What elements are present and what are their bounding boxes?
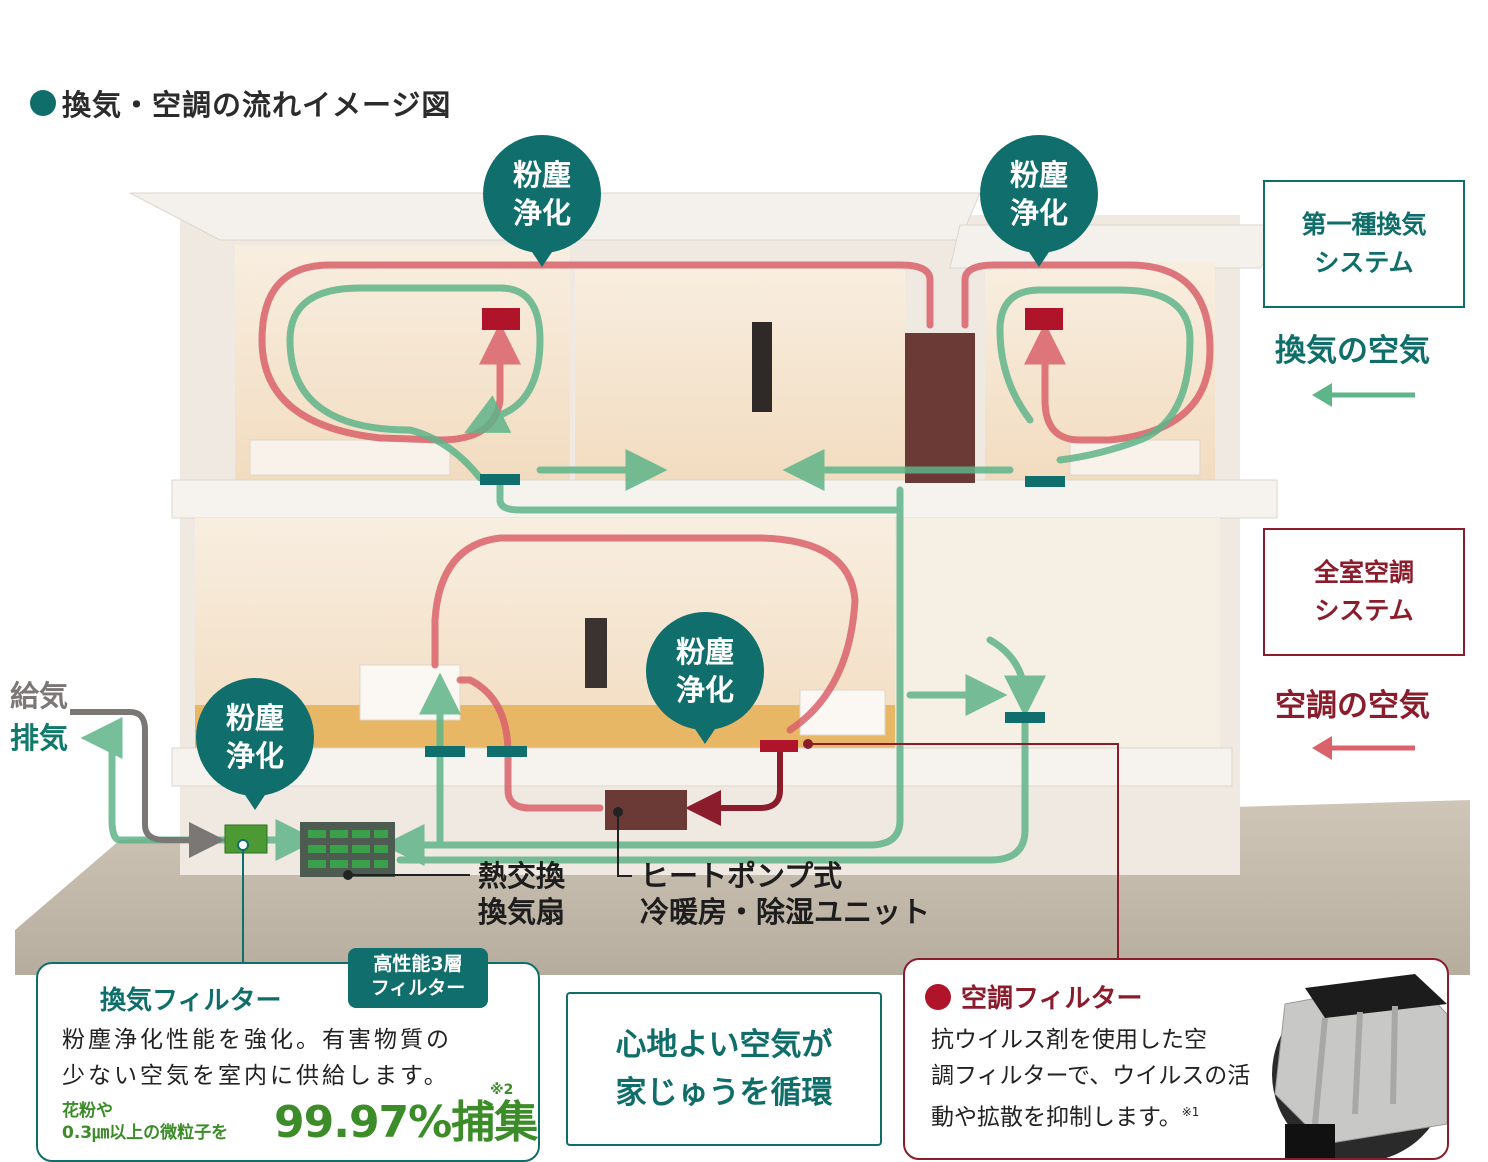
aircon-filter-ref: ※1 bbox=[1182, 1105, 1200, 1119]
vent-filter-description: 粉塵浄化性能を強化。有害物質の 少ない空気を室内に供給します。 bbox=[62, 1022, 452, 1094]
vent-red-upper-left bbox=[482, 308, 520, 330]
aircon-arrow-icon bbox=[1310, 733, 1420, 763]
vent-filter-card: 換気フィルター 高性能3層 フィルター 粉塵浄化性能を強化。有害物質の 少ない空… bbox=[36, 962, 540, 1162]
vent-filter-title: 換気フィルター bbox=[100, 980, 281, 1017]
aircon-filter-card: 空調フィルター 抗ウイルス剤を使用した空 調フィルターで、ウイルスの活 動や拡散… bbox=[903, 958, 1449, 1160]
lower-room-right bbox=[900, 518, 1220, 748]
aircon-filter-heading: 空調フィルター bbox=[925, 978, 1142, 1015]
vent-teal-2 bbox=[1025, 476, 1065, 487]
vent-teal-5 bbox=[1005, 712, 1045, 723]
heat-exchanger-label: 熱交換 換気扇 bbox=[478, 858, 565, 930]
upper-room-center bbox=[575, 262, 905, 482]
three-layer-filter-badge: 高性能3層 フィルター bbox=[348, 948, 488, 1008]
aircon-filter-photo bbox=[1265, 974, 1447, 1158]
vent-filter-note: 花粉や 0.3㎛以上の微粒子を bbox=[62, 1100, 228, 1144]
legend-aircon-system: 全室空調 システム bbox=[1263, 528, 1465, 656]
window-slit bbox=[752, 322, 772, 412]
vent-filter-ref: ※2 bbox=[490, 1082, 513, 1098]
vent-red-upper-right bbox=[1025, 308, 1063, 330]
ventilation-arrow-icon bbox=[1310, 380, 1420, 410]
tv bbox=[585, 618, 607, 688]
dust-purify-bubble-upper-right: 粉塵 浄化 bbox=[980, 135, 1098, 253]
vent-teal-1 bbox=[480, 474, 520, 485]
dust-purify-bubble-upper-left: 粉塵 浄化 bbox=[483, 135, 601, 253]
red-dot-icon bbox=[925, 984, 951, 1010]
supply-air-label: 給気 bbox=[10, 673, 68, 715]
circulation-card: 心地よい空気が 家じゅうを循環 bbox=[566, 992, 882, 1146]
legend-ventilation-label: 換気の空気 bbox=[1275, 325, 1430, 370]
heat-pump-label: ヒートポンプ式 冷暖房・除湿ユニット bbox=[640, 858, 930, 930]
legend-ventilation-system: 第一種換気 システム bbox=[1263, 180, 1465, 308]
dust-purify-bubble-lower-left: 粉塵 浄化 bbox=[196, 678, 314, 796]
kitchen-island bbox=[360, 665, 460, 720]
exhaust-air-label: 排気 bbox=[10, 715, 68, 757]
vent-teal-4 bbox=[487, 746, 527, 757]
lower-slab bbox=[172, 748, 1232, 786]
dust-purify-bubble-middle: 粉塵 浄化 bbox=[646, 612, 764, 730]
aircon-filter-description: 抗ウイルス剤を使用した空 調フィルターで、ウイルスの活 動や拡散を抑制します。※… bbox=[931, 1022, 1250, 1136]
vent-red-lower bbox=[760, 740, 798, 752]
legend-aircon-label: 空調の空気 bbox=[1275, 680, 1430, 725]
vent-teal-3 bbox=[425, 746, 465, 757]
air-handler-unit bbox=[905, 333, 975, 483]
upper-bed-left bbox=[250, 440, 450, 475]
